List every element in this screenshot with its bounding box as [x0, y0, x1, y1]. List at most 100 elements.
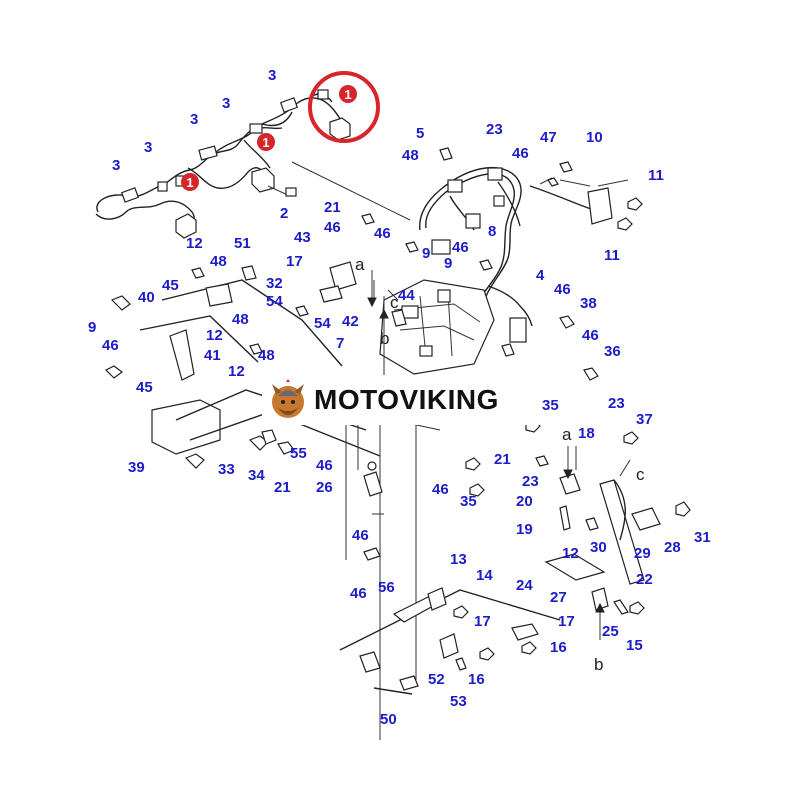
callout: 46: [554, 281, 571, 298]
callout: 40: [138, 289, 155, 306]
callout: 13: [450, 551, 467, 568]
callout: 35: [460, 493, 477, 510]
callout: 23: [608, 395, 625, 412]
callout: 24: [516, 577, 533, 594]
callout: 37: [636, 411, 653, 428]
callout: 45: [136, 379, 153, 396]
callout: 16: [550, 639, 567, 656]
svg-text:1: 1: [186, 175, 193, 190]
callout: 52: [428, 671, 445, 688]
callout: 3: [222, 95, 230, 112]
callout: 29: [634, 545, 651, 562]
callout: 21: [274, 479, 291, 496]
callout: 11: [648, 167, 664, 184]
callout: 43: [294, 229, 311, 246]
watermark-text: MOTOVIKING: [314, 384, 499, 415]
callout: 12: [562, 545, 579, 562]
callout: 46: [582, 327, 599, 344]
callout: 50: [380, 711, 397, 728]
ref-letter: b: [380, 329, 389, 348]
fasteners: [191, 147, 599, 497]
callout: 46: [316, 457, 333, 474]
ref-letter: b: [594, 655, 603, 674]
callout: 4: [536, 267, 545, 284]
callout: 25: [602, 623, 619, 640]
callout: 3: [190, 111, 198, 128]
callout: 33: [218, 461, 235, 478]
part-1-badge: 1: [181, 173, 199, 191]
ref-letter: c: [390, 293, 399, 312]
callout: 34: [248, 467, 265, 484]
svg-text:1: 1: [344, 87, 351, 102]
callout: 22: [636, 571, 653, 588]
callout: 39: [128, 459, 145, 476]
callout: 51: [234, 235, 251, 252]
callout: 41: [204, 347, 221, 364]
callout: 48: [402, 147, 419, 164]
bracket-13: [339, 587, 561, 695]
lever-assembly: [544, 431, 691, 640]
callout: 16: [468, 671, 485, 688]
callout: 21: [494, 451, 511, 468]
ref-letter: c: [636, 465, 645, 484]
callout: 17: [474, 613, 491, 630]
callout: 17: [286, 253, 303, 270]
viking-logo-icon: [272, 379, 304, 418]
callout: 23: [522, 473, 539, 490]
watermark: MOTOVIKING: [262, 375, 542, 425]
callout: 32: [266, 275, 283, 292]
callout: 17: [558, 613, 575, 630]
callout: 10: [586, 129, 603, 146]
callout: 27: [550, 589, 567, 606]
callout: 28: [664, 539, 681, 556]
callout: 9: [444, 255, 452, 272]
callout: 9: [88, 319, 96, 336]
callout: 8: [488, 223, 496, 240]
callout: 48: [232, 311, 249, 328]
callout: 54: [314, 315, 331, 332]
callout: 31: [694, 529, 711, 546]
callout: 14: [476, 567, 493, 584]
callout: 2: [280, 205, 288, 222]
callout: 38: [580, 295, 597, 312]
callout: 26: [316, 479, 333, 496]
callout: 3: [144, 139, 152, 156]
callout: 12: [228, 363, 245, 380]
sensor-harness: [95, 89, 411, 239]
callout: 56: [378, 579, 395, 596]
callout: 36: [604, 343, 621, 360]
callout: 15: [626, 637, 643, 654]
callout: 12: [186, 235, 203, 252]
svg-text:1: 1: [262, 135, 269, 150]
callout: 54: [266, 293, 283, 310]
part-1-badge: 1: [257, 133, 275, 151]
callout: 53: [450, 693, 467, 710]
callout: 30: [590, 539, 607, 556]
callout: 35: [542, 397, 559, 414]
part-1-badge: 1: [339, 85, 357, 103]
callout: 46: [512, 145, 529, 162]
callout: 23: [486, 121, 503, 138]
callout: 11: [604, 247, 620, 264]
callout: 46: [432, 481, 449, 498]
callout: 20: [516, 493, 533, 510]
callout: 55: [290, 445, 307, 462]
callout: 46: [352, 527, 369, 544]
highlight-ring: [308, 71, 380, 143]
main-harness: [379, 166, 601, 375]
callout: 46: [452, 239, 469, 256]
callout: 48: [258, 347, 275, 364]
ref-letter: a: [562, 425, 572, 444]
callout: 3: [112, 157, 120, 174]
callout: 48: [210, 253, 227, 270]
callout: 46: [374, 225, 391, 242]
callout: 46: [102, 337, 119, 354]
callout: 46: [324, 219, 341, 236]
callout: 45: [162, 277, 179, 294]
callout: 12: [206, 327, 223, 344]
reference-arrows: [367, 270, 605, 628]
callout: 18: [578, 425, 595, 442]
callout: 47: [540, 129, 557, 146]
callout: 42: [342, 313, 359, 330]
callout: 3: [268, 67, 276, 84]
